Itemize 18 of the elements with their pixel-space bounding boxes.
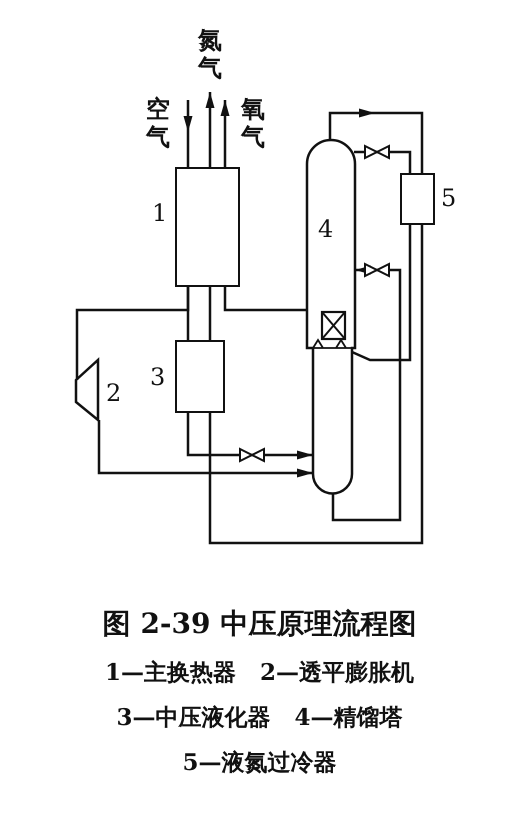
part-number: 5 xyxy=(441,183,456,213)
legend-text: 3—中压液化器 xyxy=(116,703,270,733)
caption: 图 2-39 中压原理流程图 xyxy=(102,606,416,642)
part-number: 2 xyxy=(106,378,122,408)
legend-text: 5—液氮过冷器 xyxy=(182,748,336,778)
stream-label: 空气 xyxy=(145,95,171,157)
legend-text: 1—主换热器 xyxy=(104,658,236,688)
stream-label: 氧气 xyxy=(240,95,266,157)
heat-exchanger-box xyxy=(175,340,225,413)
part-number: 4 xyxy=(318,214,334,244)
heat-exchanger-box xyxy=(400,173,435,225)
part-number: 1 xyxy=(152,198,168,228)
legend-text: 2—透平膨胀机 xyxy=(260,658,414,688)
expander-symbol xyxy=(74,358,102,422)
heat-exchanger-box xyxy=(175,167,240,287)
legend-text: 4—精馏塔 xyxy=(294,703,403,733)
stream-label: 氮气 xyxy=(197,26,223,88)
part-number: 3 xyxy=(150,362,166,392)
